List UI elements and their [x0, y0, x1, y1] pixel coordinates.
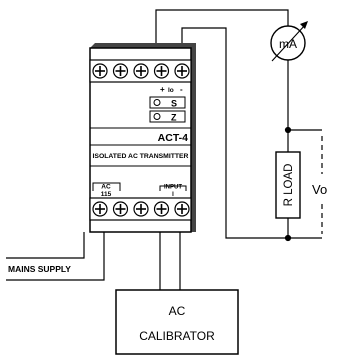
- supply-label-top: AC: [101, 184, 111, 191]
- meter-label: mA: [279, 37, 297, 51]
- polarity-lo: lo: [168, 87, 174, 94]
- input-label-top: INPUT: [164, 185, 182, 191]
- supply-label-bottom: 115: [101, 191, 112, 198]
- input-label-bottom: I: [172, 192, 174, 198]
- node-dot-top: [284, 126, 292, 134]
- load-resistor: R LOAD: [275, 151, 301, 238]
- wire-mains-1: [6, 232, 85, 259]
- bottom-terminals: [92, 201, 190, 217]
- model-label: ACT-4: [158, 132, 188, 144]
- bottom-screw-terminal-icon: [133, 201, 149, 217]
- wire-loop-inner: [181, 27, 288, 239]
- bottom-screw-terminal-icon: [112, 201, 129, 217]
- span-label: S: [171, 99, 177, 109]
- meter-needle-arrow: [271, 23, 307, 62]
- input-bracket: [159, 185, 187, 191]
- zero-adjust-icon[interactable]: [153, 113, 161, 120]
- resistor-label: R LOAD: [283, 164, 295, 207]
- transmitter-module: + lo - S Z ACT-4 ISOLATED AC TRANSMITTER…: [89, 43, 196, 233]
- zero-label: Z: [171, 113, 177, 123]
- milliammeter: mA: [270, 21, 308, 62]
- wires: [6, 9, 289, 290]
- calibrator-line-1: AC: [169, 304, 186, 318]
- bottom-screw-terminal-icon: [153, 201, 170, 217]
- calibrator-box: [115, 289, 239, 355]
- polarity-minus: -: [180, 85, 183, 94]
- top-screw-terminal-icon: [92, 63, 108, 79]
- meter-arrow-head-icon: [300, 21, 308, 29]
- wire-loop-outer: [155, 9, 289, 60]
- top-terminals: [92, 63, 190, 79]
- top-screw-terminal-icon: [112, 63, 129, 79]
- output-voltage-indicator: [284, 126, 323, 242]
- top-screw-terminal-icon: [133, 63, 149, 79]
- wire-mains-2: [6, 232, 105, 281]
- span-adjust-icon[interactable]: [153, 99, 161, 106]
- description-label: ISOLATED AC TRANSMITTER: [93, 153, 189, 160]
- vo-label: Vo: [312, 182, 327, 197]
- bottom-screw-terminal-icon: [92, 201, 108, 217]
- zero-adjust-box[interactable]: [149, 110, 186, 123]
- ac-calibrator: AC CALIBRATOR: [115, 289, 239, 355]
- mains-supply-label: MAINS SUPPLY: [8, 264, 71, 274]
- supply-bracket: [92, 182, 121, 191]
- span-adjust-box[interactable]: [149, 96, 186, 109]
- calibrator-line-2: CALIBRATOR: [139, 329, 215, 343]
- bottom-screw-terminal-icon: [174, 201, 190, 217]
- top-screw-terminal-icon: [153, 63, 170, 79]
- top-screw-terminal-icon: [174, 63, 190, 79]
- polarity-plus: +: [160, 85, 165, 94]
